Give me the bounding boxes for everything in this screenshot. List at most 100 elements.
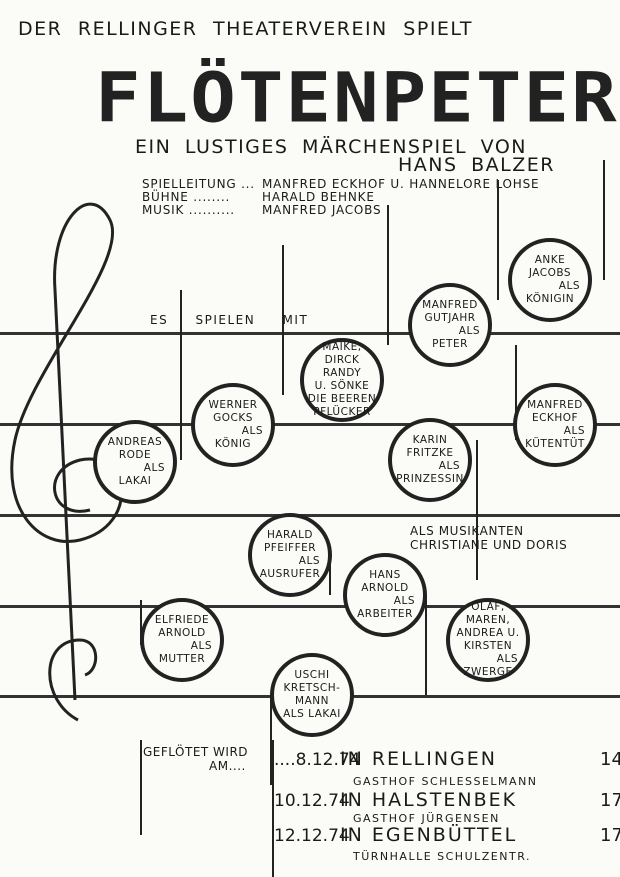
place: IN EGENBÜTTEL [340, 824, 518, 846]
note-stem [603, 160, 605, 280]
cast-line: ANDREA U. [456, 627, 520, 639]
schedule-intro: GEFLÖTET WIRD AM.... [143, 745, 248, 773]
staff-line [0, 423, 620, 426]
cast-line: WERNER [208, 399, 258, 411]
credit-row: BÜHNE ........HARALD BEHNKE [142, 191, 539, 204]
staff-line [0, 514, 620, 517]
note-stem [515, 345, 517, 440]
cast-heading: ES SPIELEN MIT [150, 313, 309, 327]
time: 14³⁰ U. 17³⁰ [600, 749, 620, 770]
credit-name: MANFRED JACOBS [262, 203, 382, 217]
cast-line: JACOBS [528, 267, 572, 279]
cast-line: ANKE [534, 254, 566, 266]
cast-line: AUSRUFER [259, 568, 321, 580]
note-stem [476, 440, 478, 580]
credit-row: MUSIK .......... MANFRED JACOBS [142, 204, 539, 217]
cast-line: ALS [558, 280, 580, 292]
cast-line: MANFRED [422, 299, 478, 311]
credit-name: MANFRED ECKHOF U. HANNELORE LOHSE [262, 177, 540, 191]
treble-clef-icon [10, 202, 123, 722]
subtitle: EIN LUSTIGES MÄRCHENSPIEL VON [135, 136, 528, 158]
cast-line: ELFRIEDE [154, 614, 210, 626]
credit-role: SPIELLEITUNG ... [142, 177, 255, 191]
credit-row: SPIELLEITUNG ... MANFRED ECKHOF U. HANNEL… [142, 178, 539, 191]
time: 17³⁰ [600, 825, 620, 846]
cast-line: GOCKS [213, 412, 253, 424]
performance-date: 10.12.74IN HALSTENBEK 17³⁰ [274, 789, 620, 811]
cast-line: ANDREAS [107, 436, 163, 448]
cast-line: ZWERGE [463, 666, 513, 678]
cast-line: ARNOLD [158, 627, 206, 639]
cast-line: KRETSCH- [283, 682, 341, 694]
date: 12.12.74 [274, 826, 350, 846]
venue: GASTHOF SCHLESSELMANN [353, 775, 538, 788]
cast-line: PETER [432, 338, 468, 350]
cast-line: DIRCK [324, 354, 360, 366]
cast-line: U. SÖNKE [314, 380, 370, 392]
cast-line: RODE [118, 449, 152, 461]
cast-line: HANS [369, 569, 401, 581]
credit-name: HARALD BEHNKE [262, 190, 375, 204]
cast-line: ALS [143, 462, 165, 474]
cast-line: KARIN [412, 434, 448, 446]
cast-line: ALS [496, 653, 518, 665]
cast-line: OLAF, [471, 601, 505, 613]
cast-line: KÖNIG [214, 438, 252, 450]
time: 17³⁰ [600, 790, 620, 811]
cast-line: DIE BEEREN [307, 393, 377, 405]
cast-line: ALS [190, 640, 212, 652]
cast-line: HARALD [266, 529, 314, 541]
cast-line: ALS [241, 425, 263, 437]
cast-line: ALS [458, 325, 480, 337]
date: 10.12.74 [274, 791, 350, 811]
cast-line: MANN [295, 695, 329, 707]
credit-role: MUSIK .......... [142, 203, 235, 217]
note-stem [329, 555, 331, 595]
place: IN HALSTENBEK [340, 789, 518, 811]
note-stem [270, 695, 272, 785]
cast-line: KÜTENTÜT [525, 438, 585, 450]
cast-line: FRITZKE [406, 447, 454, 459]
musicians-line: ALS MUSIKANTEN [410, 524, 524, 538]
cast-line: MUTTER [158, 653, 206, 665]
play-title: FLÖTENPETER [95, 58, 619, 138]
cast-line: ALS [563, 425, 585, 437]
performance-date: 12.12.74IN EGENBÜTTEL 17³⁰ [274, 824, 620, 846]
musicians: ALS MUSIKANTEN CHRISTIANE UND DORIS [410, 524, 567, 552]
note-stem [180, 290, 182, 460]
cast-line: KIRSTEN [463, 640, 513, 652]
author: HANS BALZER [398, 154, 555, 176]
credits: SPIELLEITUNG ... MANFRED ECKHOF U. HANNEL… [142, 178, 539, 217]
note-stem [425, 595, 427, 695]
date: ....8.12.74 [274, 750, 361, 770]
note-stem [387, 205, 389, 345]
cast-line: PFLÜCKER [313, 406, 371, 418]
schedule-bar [140, 740, 142, 835]
cast-line: RANDY [322, 367, 362, 379]
cast-line: ALS [393, 595, 415, 607]
cast-line: MAIKE, [322, 341, 362, 353]
performance-date: ....8.12.74IN RELLINGEN14³⁰ U. 17³⁰ [274, 748, 620, 770]
schedule-intro-am: AM.... [209, 759, 246, 773]
staff-line [0, 605, 620, 608]
venue: GASTHOF JÜRGENSEN [353, 812, 500, 825]
cast-line: PFEIFFER [263, 542, 317, 554]
note-stem [497, 180, 499, 300]
cast-line: PRINZESSIN [396, 473, 464, 485]
musicians-line: CHRISTIANE UND DORIS [410, 538, 568, 552]
schedule-intro-text: GEFLÖTET WIRD [143, 745, 249, 759]
cast-line: LAKAI [118, 475, 152, 487]
cast-line: KÖNIGIN [525, 293, 575, 305]
cast-line: ECKHOF [531, 412, 579, 424]
note-stem [282, 245, 284, 395]
